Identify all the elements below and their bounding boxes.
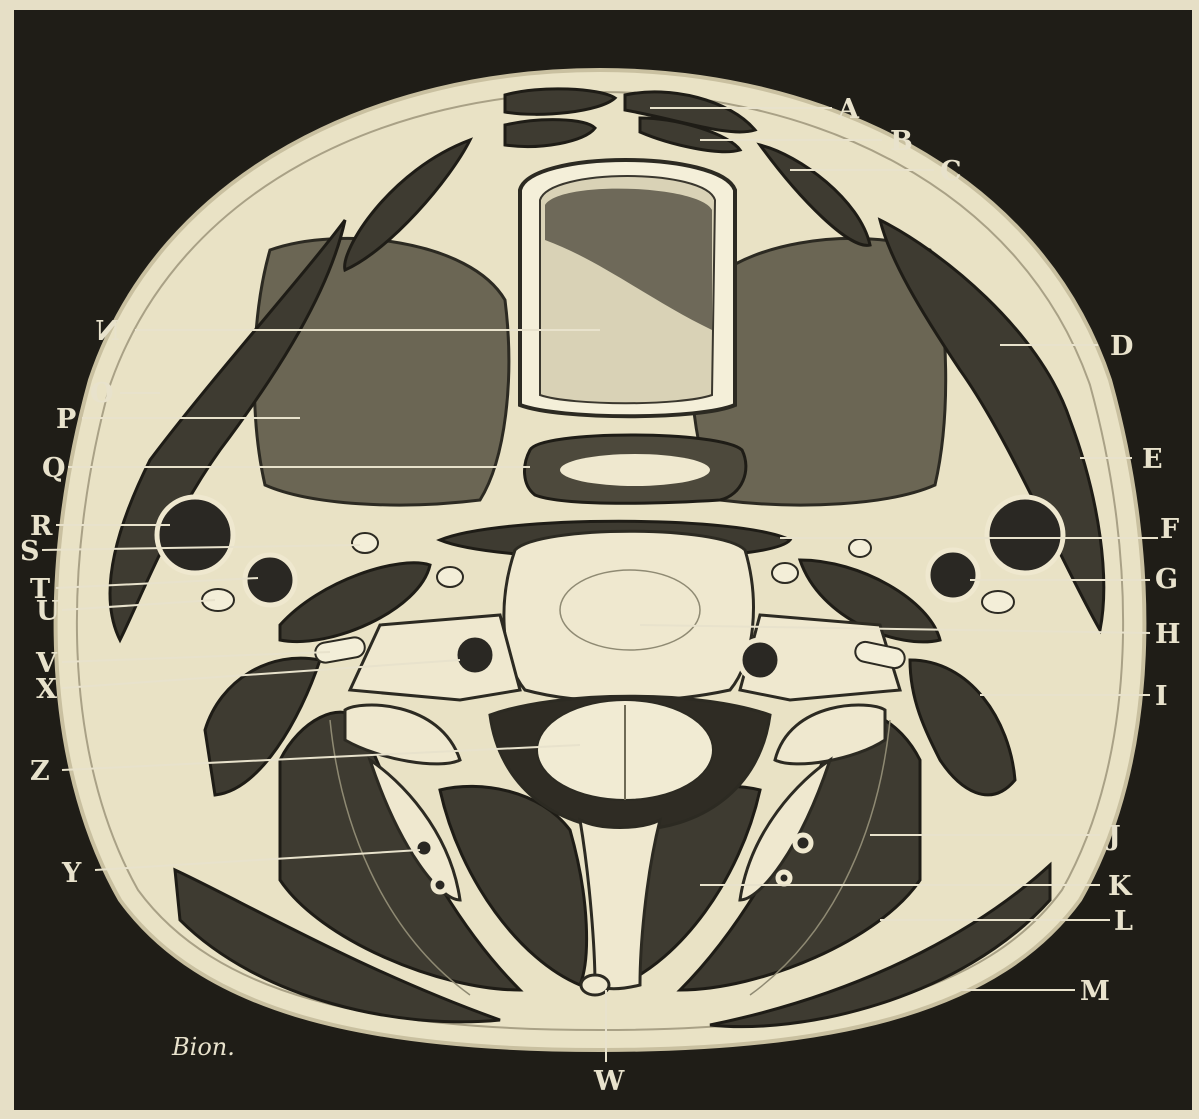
right-deep-cervical-artery (795, 835, 811, 851)
left-common-carotid-artery (245, 555, 295, 605)
label-W: W (593, 1066, 625, 1097)
vertebral-body (504, 531, 754, 701)
left-vertebral-artery (455, 635, 495, 675)
label-G: G (1155, 564, 1178, 595)
label-I: I (1155, 681, 1168, 712)
label-E: E (1142, 444, 1163, 475)
ligamentum-nuchae (581, 975, 609, 995)
label-H: H (1155, 619, 1181, 650)
label-J: J (1106, 821, 1121, 852)
left-thyroid-lobe (254, 238, 509, 505)
label-Z: Z (30, 756, 50, 787)
right-vagus-nerve (982, 591, 1014, 613)
label-M: M (1080, 976, 1110, 1007)
right-vertebral-artery (740, 640, 780, 680)
left-sympathetic-trunk (352, 533, 378, 553)
label-O: O (90, 378, 114, 409)
right-common-carotid-artery (928, 550, 978, 600)
label-B: B (890, 126, 913, 157)
left-internal-jugular-vein (157, 497, 233, 573)
right-internal-jugular-vein (987, 497, 1063, 573)
label-L: L (1114, 906, 1133, 937)
label-Q: Q (42, 453, 66, 484)
engraver-signature: Bion. (171, 1033, 235, 1061)
right-deep-cervical-vein (778, 872, 790, 884)
left-deep-cervical-artery (415, 839, 433, 857)
label-D: D (1110, 331, 1133, 362)
label-X: X (36, 674, 57, 705)
label-A: A (837, 94, 860, 125)
right-recurrent-nerve (772, 563, 798, 583)
label-S: S (20, 536, 40, 567)
esophagus-lumen (560, 454, 710, 486)
label-U: U (36, 596, 60, 627)
label-P: P (56, 404, 76, 435)
label-C: C (940, 156, 962, 187)
right-sympathetic-trunk (849, 539, 871, 557)
left-recurrent-nerve (437, 567, 463, 587)
label-Y: Y (61, 858, 82, 889)
label-N: N (95, 316, 120, 347)
left-deep-cervical-vein (433, 878, 447, 892)
label-K: K (1108, 871, 1133, 902)
label-F: F (1160, 514, 1179, 545)
